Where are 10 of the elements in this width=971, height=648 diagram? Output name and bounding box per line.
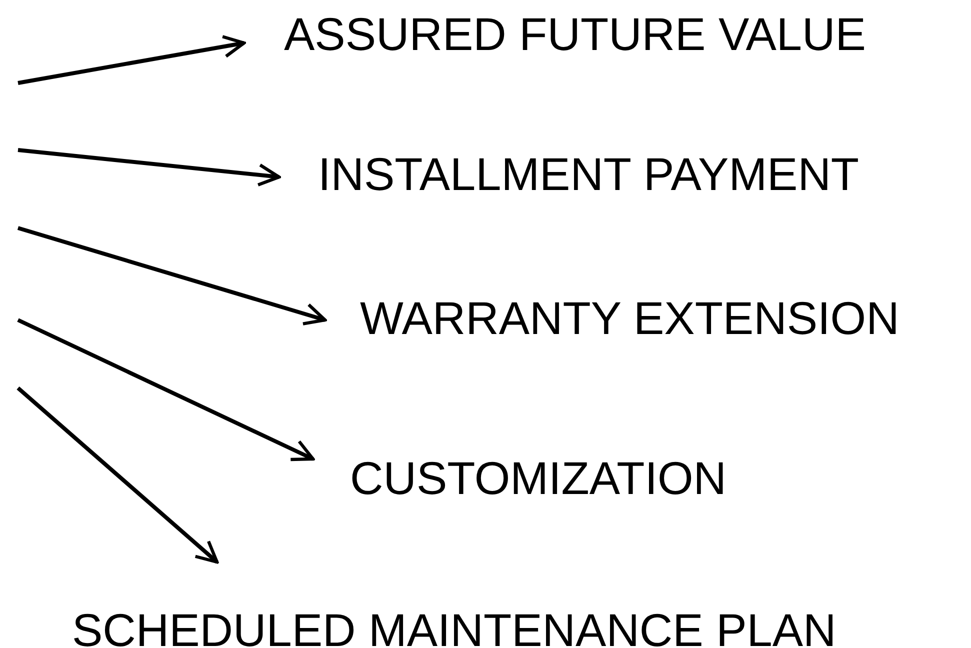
arrow	[17, 226, 327, 326]
arrow	[18, 35, 246, 85]
option-label: WARRANTY EXTENSION	[360, 292, 900, 344]
option-label: INSTALLMENT PAYMENT	[318, 148, 860, 200]
option-label: ASSURED FUTURE VALUE	[284, 8, 866, 60]
option-label: SCHEDULED MAINTENANCE PLAN	[72, 604, 836, 648]
arrow	[17, 318, 315, 462]
arrow	[16, 386, 219, 564]
option-label: CUSTOMIZATION	[350, 452, 727, 504]
arrow	[18, 148, 281, 186]
